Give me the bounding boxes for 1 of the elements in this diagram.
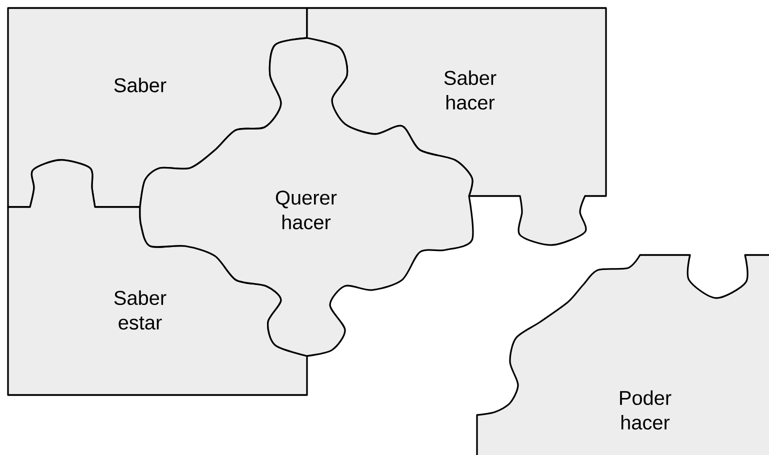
puzzle-piece: Poder hacer — [476, 254, 769, 455]
